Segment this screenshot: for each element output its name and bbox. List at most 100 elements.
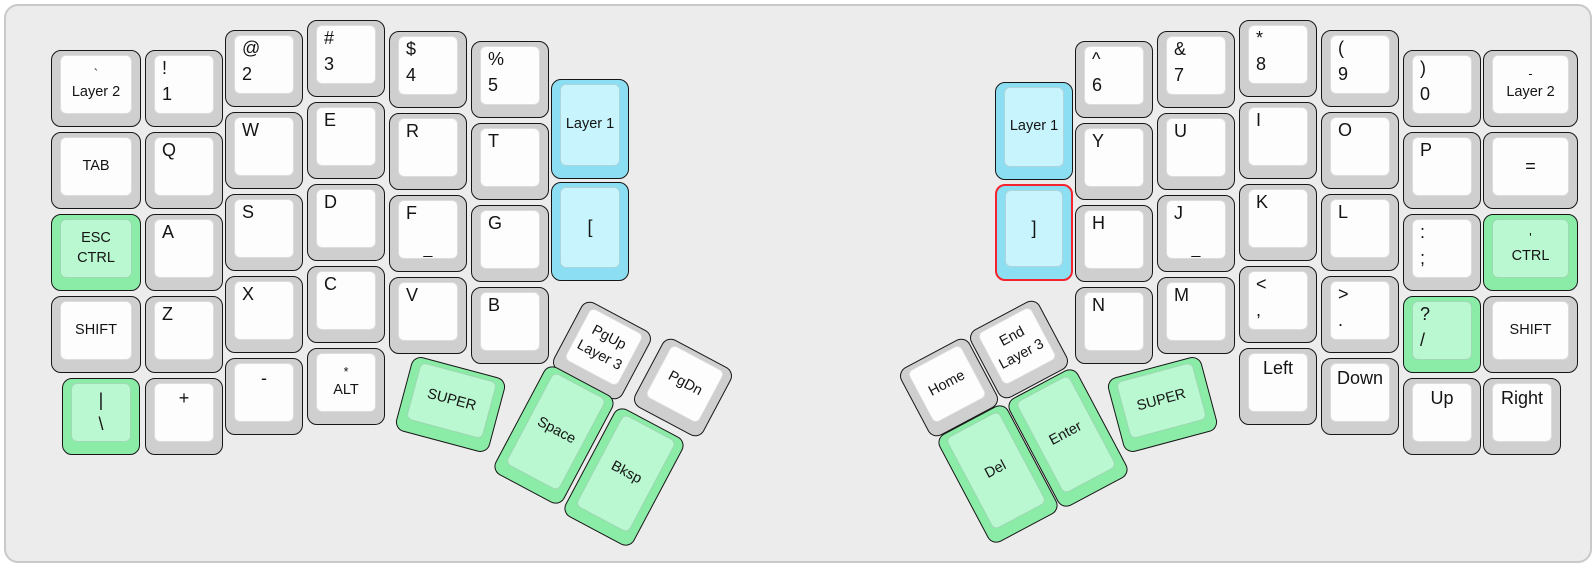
key-n[interactable]: N xyxy=(1075,287,1153,364)
key-minus[interactable]: - xyxy=(225,358,303,435)
key-arrow-left[interactable]: Left xyxy=(1239,348,1317,425)
key-rparen-0[interactable]: )0 xyxy=(1403,50,1481,127)
key-lt-comma[interactable]: <, xyxy=(1239,266,1317,343)
key-g[interactable]: G xyxy=(471,205,549,282)
key-at-2[interactable]: @2 xyxy=(225,30,303,107)
key-legend: < xyxy=(1256,274,1267,294)
key-gt-period[interactable]: >. xyxy=(1321,276,1399,353)
key-legend: L xyxy=(1338,202,1349,222)
key-p[interactable]: P xyxy=(1403,132,1481,209)
key-star-alt[interactable]: *ALT xyxy=(307,348,385,425)
key-legend: ; xyxy=(1420,248,1426,269)
key-legend: ESC xyxy=(81,230,111,247)
keycap-top: C xyxy=(316,271,376,330)
key-legend: A xyxy=(162,222,175,242)
key-question-slash[interactable]: ?/ xyxy=(1403,296,1481,373)
key-layer1-left[interactable]: Layer 1 xyxy=(551,79,629,179)
key-grave-layer2[interactable]: `Layer 2 xyxy=(51,50,141,127)
key-lparen-9[interactable]: (9 xyxy=(1321,30,1399,107)
key-arrow-up[interactable]: Up xyxy=(1403,378,1481,455)
key-shift-left[interactable]: SHIFT xyxy=(51,296,141,373)
key-plus[interactable]: + xyxy=(145,378,223,455)
key-k[interactable]: K xyxy=(1239,184,1317,261)
keycap-top: %5 xyxy=(480,46,540,105)
key-arrow-down[interactable]: Down xyxy=(1321,358,1399,435)
key-legend: F xyxy=(406,203,417,223)
keycap-top: #3 xyxy=(316,25,376,84)
key-dash-layer2[interactable]: -Layer 2 xyxy=(1483,50,1578,127)
key-super-left[interactable]: SUPER xyxy=(393,354,508,455)
keycap-top: Z xyxy=(154,301,214,360)
key-u[interactable]: U xyxy=(1157,113,1235,190)
key-exclamation-1[interactable]: !1 xyxy=(145,50,223,127)
keycap-top: M xyxy=(1166,282,1226,341)
key-legend: @ xyxy=(242,38,261,58)
key-legend: SUPER xyxy=(425,385,478,415)
keycap-top: P xyxy=(1412,137,1472,196)
key-legend: * xyxy=(343,365,349,380)
key-t[interactable]: T xyxy=(471,123,549,200)
key-f[interactable]: F_ xyxy=(389,195,467,272)
key-colon-semicolon[interactable]: :; xyxy=(1403,214,1481,291)
key-legend: Del xyxy=(982,457,1010,483)
key-legend: B xyxy=(488,295,501,315)
key-legend: Layer 1 xyxy=(565,116,615,133)
key-tab[interactable]: TAB xyxy=(51,132,141,209)
key-equals[interactable]: = xyxy=(1483,132,1578,209)
key-m[interactable]: M xyxy=(1157,277,1235,354)
keycap-top: ?/ xyxy=(1412,301,1472,360)
keycap-top: SHIFT xyxy=(60,301,132,360)
keycap-top: TAB xyxy=(60,137,132,196)
key-legend: 2 xyxy=(242,64,253,85)
key-o[interactable]: O xyxy=(1321,112,1399,189)
key-a[interactable]: A xyxy=(145,214,223,291)
key-w[interactable]: W xyxy=(225,112,303,189)
key-r[interactable]: R xyxy=(389,113,467,190)
keycap-top: W xyxy=(234,117,294,176)
key-x[interactable]: X xyxy=(225,276,303,353)
key-amp-7[interactable]: &7 xyxy=(1157,31,1235,108)
key-c[interactable]: C xyxy=(307,266,385,343)
keycap-top: :; xyxy=(1412,219,1472,278)
key-legend: = xyxy=(1525,155,1536,176)
key-d[interactable]: D xyxy=(307,184,385,261)
key-legend: : xyxy=(1420,222,1426,242)
key-shift-right[interactable]: SHIFT xyxy=(1483,296,1578,373)
key-legend: + xyxy=(178,388,190,408)
key-legend: Layer 2 xyxy=(71,84,121,101)
key-arrow-right[interactable]: Right xyxy=(1483,378,1561,455)
key-percent-5[interactable]: %5 xyxy=(471,41,549,118)
key-b[interactable]: B xyxy=(471,287,549,364)
key-legend: E xyxy=(324,110,337,130)
key-super-right[interactable]: SUPER xyxy=(1105,354,1220,455)
key-hash-3[interactable]: #3 xyxy=(307,20,385,97)
key-i[interactable]: I xyxy=(1239,102,1317,179)
key-pipe-backslash[interactable]: |\ xyxy=(62,378,140,455)
key-quote-ctrl[interactable]: 'CTRL xyxy=(1483,214,1578,291)
key-legend: . xyxy=(1338,310,1344,331)
key-h[interactable]: H xyxy=(1075,205,1153,282)
key-y[interactable]: Y xyxy=(1075,123,1153,200)
key-legend: Bksp xyxy=(608,458,645,488)
keycap-top: *8 xyxy=(1248,25,1308,84)
key-j[interactable]: J_ xyxy=(1157,195,1235,272)
key-l[interactable]: L xyxy=(1321,194,1399,271)
key-asterisk-8[interactable]: *8 xyxy=(1239,20,1317,97)
key-v[interactable]: V xyxy=(389,277,467,354)
key-s[interactable]: S xyxy=(225,194,303,271)
key-layer1-right[interactable]: Layer 1 xyxy=(995,82,1073,180)
key-right-bracket[interactable]: ] xyxy=(995,184,1073,281)
key-z[interactable]: Z xyxy=(145,296,223,373)
key-legend: C xyxy=(324,274,337,294)
key-q[interactable]: Q xyxy=(145,132,223,209)
key-left-bracket[interactable]: [ xyxy=(551,182,629,281)
key-legend: ^ xyxy=(1092,49,1101,69)
key-e[interactable]: E xyxy=(307,102,385,179)
key-legend: [ xyxy=(587,216,593,237)
key-caret-6[interactable]: ^6 xyxy=(1075,41,1153,118)
key-dollar-4[interactable]: $4 xyxy=(389,31,467,108)
